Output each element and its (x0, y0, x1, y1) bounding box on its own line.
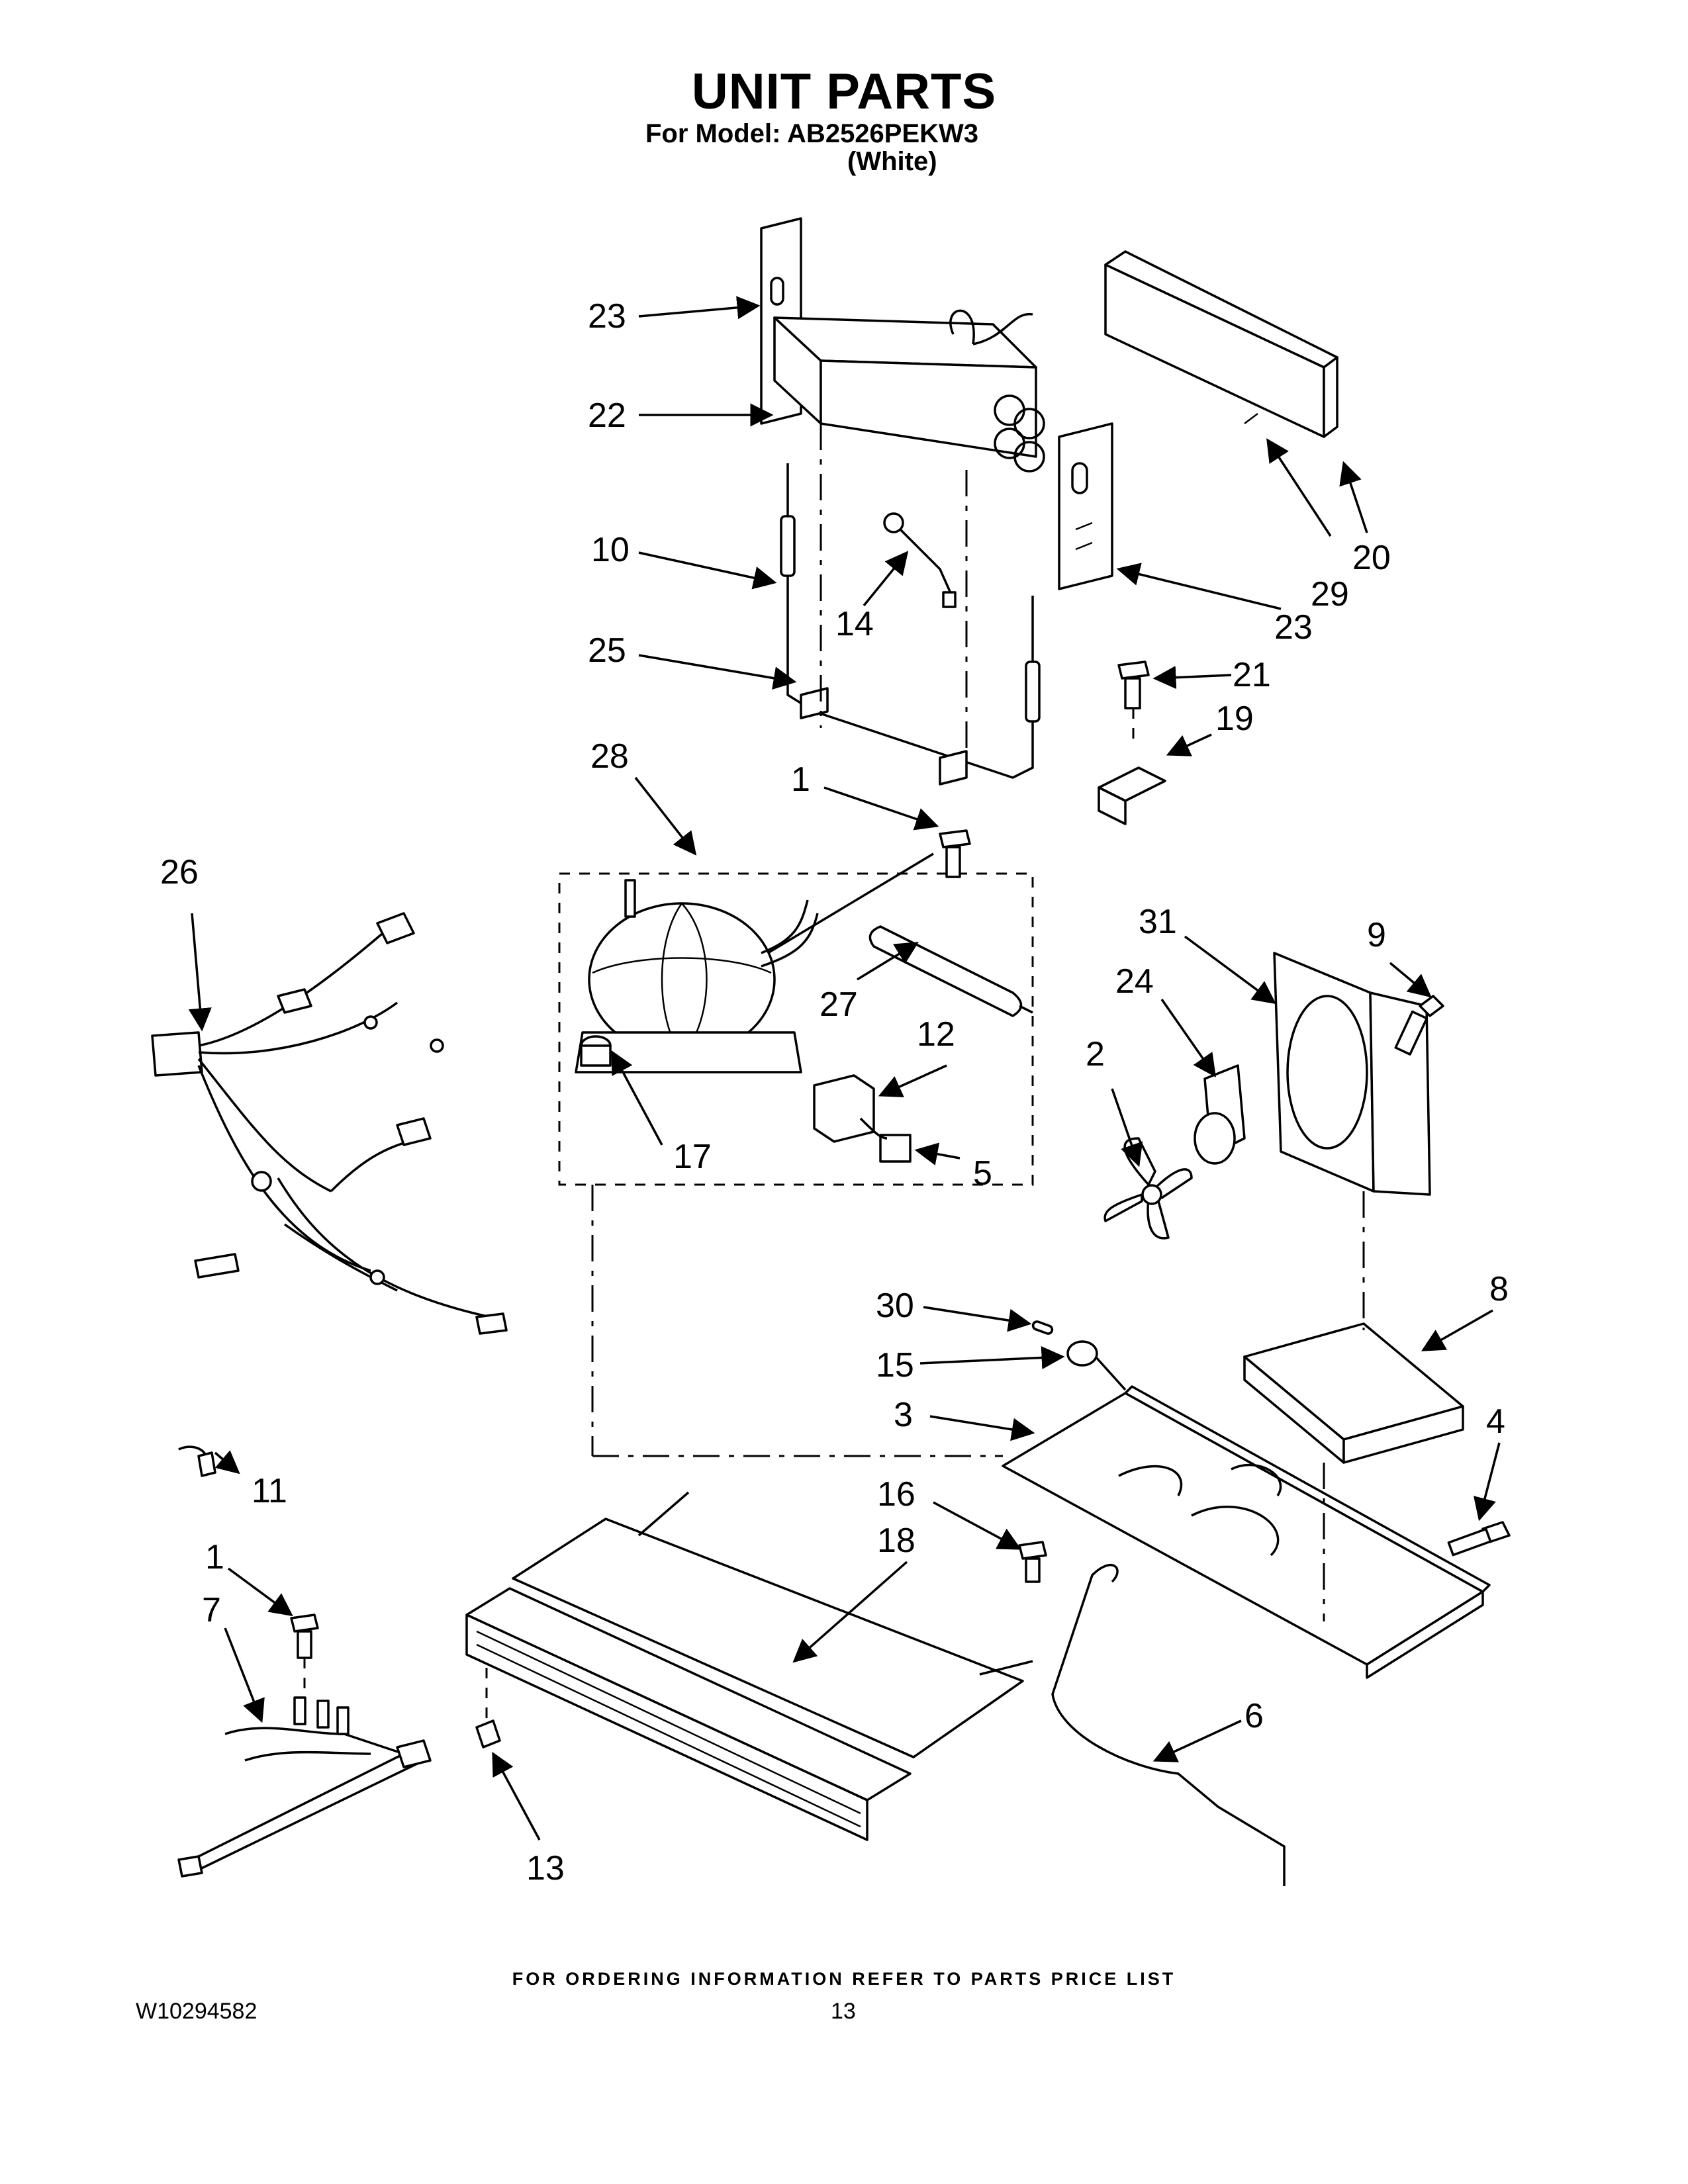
fan-motor-24 (1194, 1064, 1246, 1165)
overload-5 (859, 1117, 912, 1163)
callout-15: 15 (876, 1346, 914, 1385)
callout-22: 22 (588, 396, 626, 435)
machine-compartment-base-3 (1002, 1385, 1491, 1679)
callout-1-upper: 1 (791, 760, 810, 799)
screw-1b (290, 1614, 319, 1659)
callout-7: 7 (202, 1591, 221, 1629)
tube-6 (1051, 1564, 1286, 1886)
screw-16 (1018, 1541, 1047, 1583)
callout-21: 21 (1233, 656, 1271, 694)
callout-2: 2 (1086, 1035, 1105, 1073)
callout-5: 5 (973, 1154, 992, 1193)
defrost-thermostat (883, 512, 957, 608)
callout-31: 31 (1139, 903, 1177, 941)
callout-9: 9 (1367, 916, 1386, 954)
page-number: 13 (831, 1999, 856, 2024)
callout-16: 16 (877, 1475, 915, 1514)
callout-14: 14 (835, 605, 874, 643)
screw-9 (1394, 995, 1444, 1056)
clip-11 (178, 1445, 216, 1477)
defrost-heater (780, 463, 1041, 786)
callout-6: 6 (1244, 1697, 1264, 1735)
grommet-15 (1066, 1340, 1127, 1391)
compressor (575, 879, 819, 1073)
callout-labels: 23 22 10 14 25 23 29 20 21 19 28 1 26 27… (160, 297, 1509, 1888)
callout-1-lower: 1 (205, 1538, 224, 1576)
screw-1a (939, 829, 971, 878)
wire-harness-26 (151, 912, 508, 1335)
start-relay-12 (813, 1074, 875, 1143)
clip-13 (475, 1719, 501, 1749)
callout-20: 20 (1352, 539, 1391, 577)
control-box-8 (1243, 1322, 1464, 1464)
callout-13: 13 (526, 1849, 565, 1888)
ordering-note: FOR ORDERING INFORMATION REFER TO PARTS … (512, 1969, 1176, 1989)
callout-12: 12 (917, 1015, 955, 1054)
callout-28: 28 (590, 737, 629, 776)
document-id: W10294582 (136, 1999, 258, 2024)
callout-11: 11 (252, 1472, 287, 1510)
dryer-27 (868, 925, 1033, 1017)
condenser-18 (465, 1491, 1033, 1841)
callout-24: 24 (1115, 962, 1154, 1001)
wire-harness-7 (177, 1696, 432, 1878)
callout-10: 10 (591, 531, 630, 569)
leader-lines (188, 296, 1501, 1841)
callout-18: 18 (877, 1522, 915, 1560)
callout-8: 8 (1489, 1270, 1509, 1308)
callout-29: 29 (1311, 575, 1349, 614)
callout-27: 27 (820, 985, 858, 1024)
grommet-17 (580, 1035, 612, 1067)
callout-25: 25 (588, 631, 626, 670)
fan-shroud-31 (1273, 952, 1431, 1196)
model-color: (White) (847, 147, 937, 176)
callout-30: 30 (876, 1287, 914, 1325)
screw-21 (1117, 660, 1150, 709)
compressor-assembly-outline (558, 872, 1034, 1186)
callout-23-lower: 23 (1274, 608, 1313, 647)
evaporator-assembly (760, 217, 1113, 590)
bracket-19 (1098, 766, 1166, 825)
screw-4 (1447, 1521, 1511, 1557)
callout-17: 17 (673, 1138, 712, 1176)
callout-23-upper: 23 (588, 297, 626, 336)
drain-trough (1104, 250, 1338, 438)
callout-26: 26 (160, 853, 199, 891)
plug-30 (1031, 1320, 1054, 1335)
model-number: For Model: AB2526PEKW3 (645, 119, 979, 148)
callout-3: 3 (894, 1396, 913, 1434)
callout-4: 4 (1486, 1402, 1505, 1441)
fan-blade-2 (1103, 1137, 1193, 1240)
callout-19: 19 (1215, 700, 1254, 738)
page-title: UNIT PARTS (691, 64, 997, 120)
